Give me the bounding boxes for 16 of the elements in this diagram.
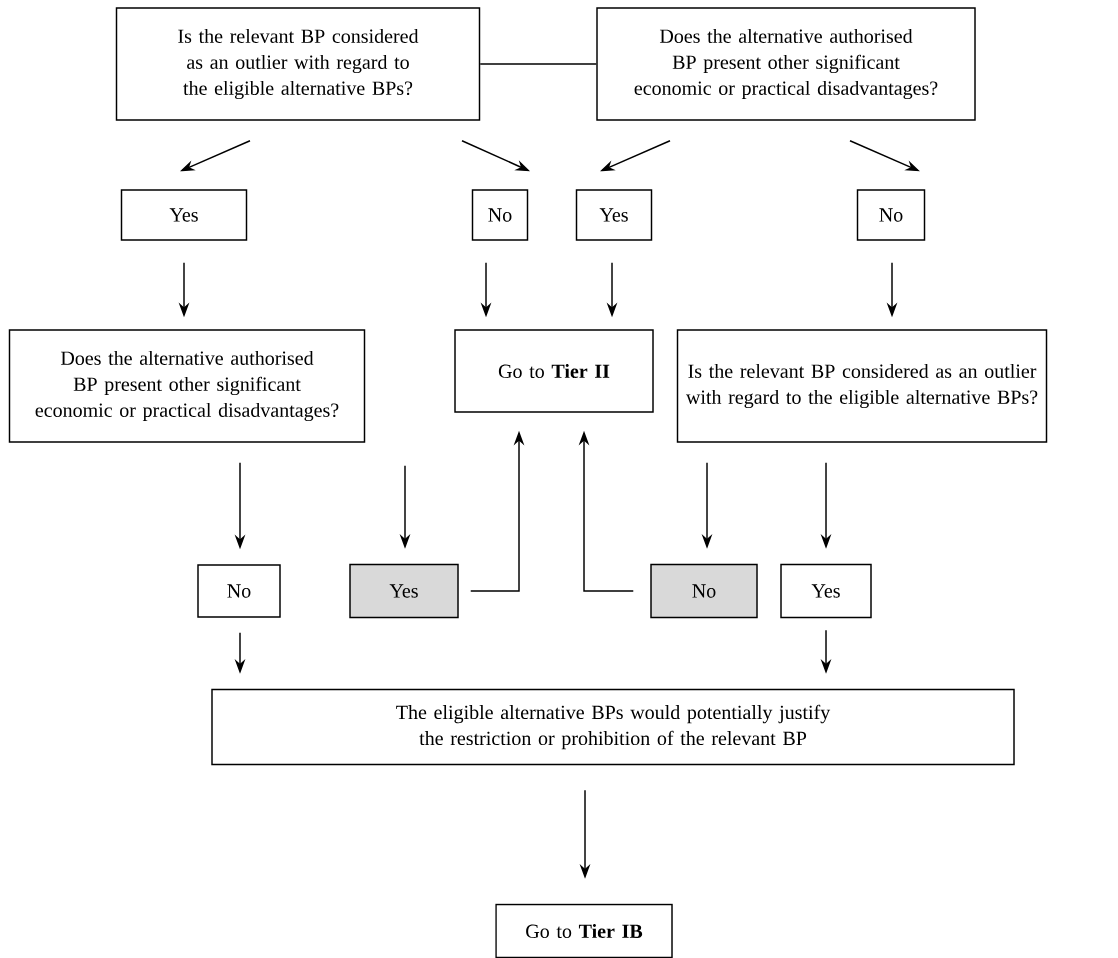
answer-box: No	[650, 563, 758, 619]
answer-box: No	[197, 564, 281, 618]
question-box: Does the alternative authorised BP present other significant economic or practical disadvantages?	[8, 329, 366, 443]
connector-line	[479, 63, 597, 65]
question-box: The eligible alternative BPs would potentially justify the restriction or prohibition of the relevant BP	[211, 688, 1015, 766]
question-box: Is the relevant BP considered as an outlier with regard to the eligible alternative BPs?	[676, 329, 1048, 443]
answer-box: Yes	[120, 189, 248, 241]
result-box: Go to Tier IB	[495, 903, 673, 958]
answer-box: No	[471, 189, 529, 241]
answer-box: No	[856, 189, 926, 241]
answer-box: Yes	[575, 189, 653, 241]
question-box: Is the relevant BP considered as an outlier with regard to the eligible alternative BPs?	[115, 7, 481, 121]
answer-box: Yes	[349, 563, 459, 619]
result-box: Go to Tier II	[454, 329, 654, 413]
question-box: Does the alternative authorised BP present other significant economic or practical disadvantages?	[596, 7, 976, 121]
answer-box: Yes	[780, 563, 872, 619]
